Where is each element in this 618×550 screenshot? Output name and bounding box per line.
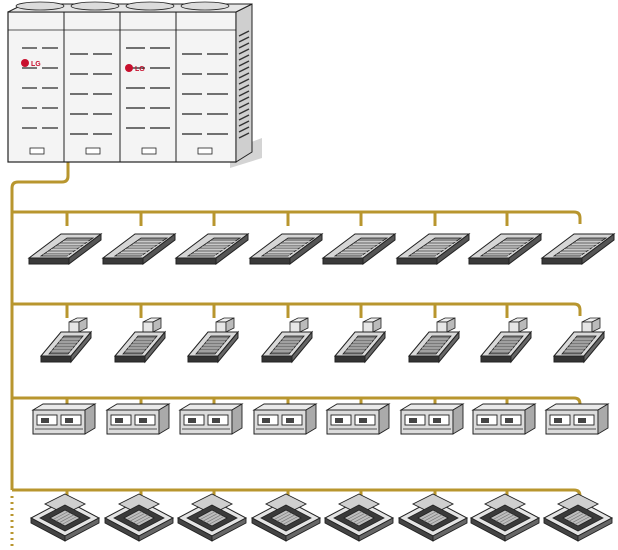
lg-logo-right: LG	[125, 64, 145, 73]
indoor-row-ducted	[31, 403, 610, 435]
ducted-unit-icon	[252, 403, 318, 435]
outdoor-unit-side-grille	[238, 30, 250, 139]
ceiling-suspended-unit-icon	[39, 317, 93, 364]
ceiling-suspended-unit-icon	[113, 317, 167, 364]
indoor-row-one-way-cassette	[27, 233, 616, 265]
four-way-cassette-icon	[29, 493, 101, 542]
one-way-cassette-icon	[540, 233, 616, 265]
four-way-cassette-icon	[323, 493, 395, 542]
branch-header-pipe	[12, 302, 582, 316]
ceiling-suspended-unit-icon	[407, 317, 461, 364]
one-way-cassette-icon	[395, 233, 471, 265]
indoor-row-ceiling-suspended	[39, 317, 606, 364]
outdoor-unit: LG LG	[7, 1, 262, 168]
lg-logo-left: LG	[21, 59, 41, 68]
ducted-unit-icon	[544, 403, 610, 435]
outdoor-unit-vents	[22, 47, 228, 135]
one-way-cassette-icon	[101, 233, 177, 265]
branch-header-pipe	[12, 210, 582, 224]
svg-text:LG: LG	[31, 61, 41, 68]
ducted-unit-icon	[105, 403, 171, 435]
four-way-cassette-icon	[250, 493, 322, 542]
one-way-cassette-icon	[174, 233, 250, 265]
ducted-unit-icon	[471, 403, 537, 435]
ducted-unit-icon	[178, 403, 244, 435]
ceiling-suspended-unit-icon	[333, 317, 387, 364]
four-way-cassette-icon	[103, 493, 175, 542]
main-trunk-pipe	[10, 162, 70, 490]
indoor-row-four-way-cassette	[29, 493, 614, 542]
ducted-unit-icon	[399, 403, 465, 435]
indoor-units	[27, 233, 616, 542]
one-way-cassette-icon	[248, 233, 324, 265]
four-way-cassette-icon	[397, 493, 469, 542]
one-way-cassette-icon	[27, 233, 103, 265]
four-way-cassette-icon	[542, 493, 614, 542]
one-way-cassette-icon	[321, 233, 397, 265]
four-way-cassette-icon	[176, 493, 248, 542]
one-way-cassette-icon	[467, 233, 543, 265]
ceiling-suspended-unit-icon	[260, 317, 314, 364]
ceiling-suspended-unit-icon	[552, 317, 606, 364]
ceiling-suspended-unit-icon	[479, 317, 533, 364]
ducted-unit-icon	[325, 403, 391, 435]
four-way-cassette-icon	[469, 493, 541, 542]
ceiling-suspended-unit-icon	[186, 317, 240, 364]
svg-text:LG: LG	[135, 66, 145, 73]
ducted-unit-icon	[31, 403, 97, 435]
